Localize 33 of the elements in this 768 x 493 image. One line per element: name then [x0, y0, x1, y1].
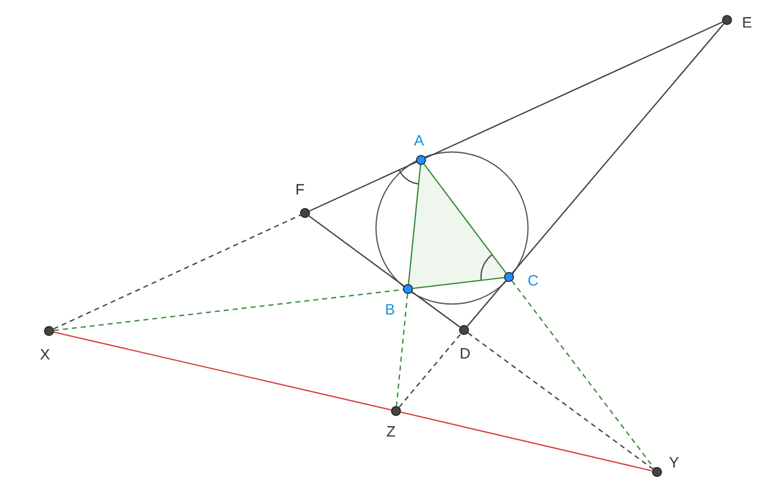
- point-label: F: [295, 182, 305, 198]
- line-segment: [412, 276, 504, 290]
- point-marker: [300, 208, 310, 218]
- point-label: C: [528, 274, 538, 288]
- point-marker: [44, 326, 54, 336]
- point-label: E: [742, 16, 752, 30]
- point-marker: [722, 15, 732, 25]
- point-marker: [652, 467, 662, 477]
- point-label: Y: [669, 456, 679, 470]
- point-marker: [416, 155, 426, 165]
- line-segment: [512, 23, 724, 274]
- point-marker: [459, 325, 469, 335]
- point-marker: [504, 272, 514, 282]
- point-label: A: [414, 134, 424, 148]
- line-segment: [408, 164, 422, 284]
- line-segment: [400, 412, 652, 472]
- line-segment: [466, 280, 506, 327]
- point-label: X: [40, 348, 50, 362]
- dashed-line: [468, 332, 654, 470]
- line-segment: [308, 215, 404, 287]
- point-marker: [403, 284, 413, 294]
- point-label: Z: [386, 424, 396, 440]
- line-segment: [425, 21, 723, 159]
- point-marker: [391, 406, 401, 416]
- line-segment: [423, 164, 507, 274]
- line-segment: [54, 332, 392, 410]
- point-label: B: [385, 302, 395, 318]
- line-segment: [309, 161, 417, 212]
- line-segment: [412, 291, 460, 328]
- dashed-line: [53, 214, 301, 330]
- dashed-line: [398, 333, 462, 408]
- point-label: D: [460, 346, 470, 362]
- dashed-line: [396, 294, 408, 406]
